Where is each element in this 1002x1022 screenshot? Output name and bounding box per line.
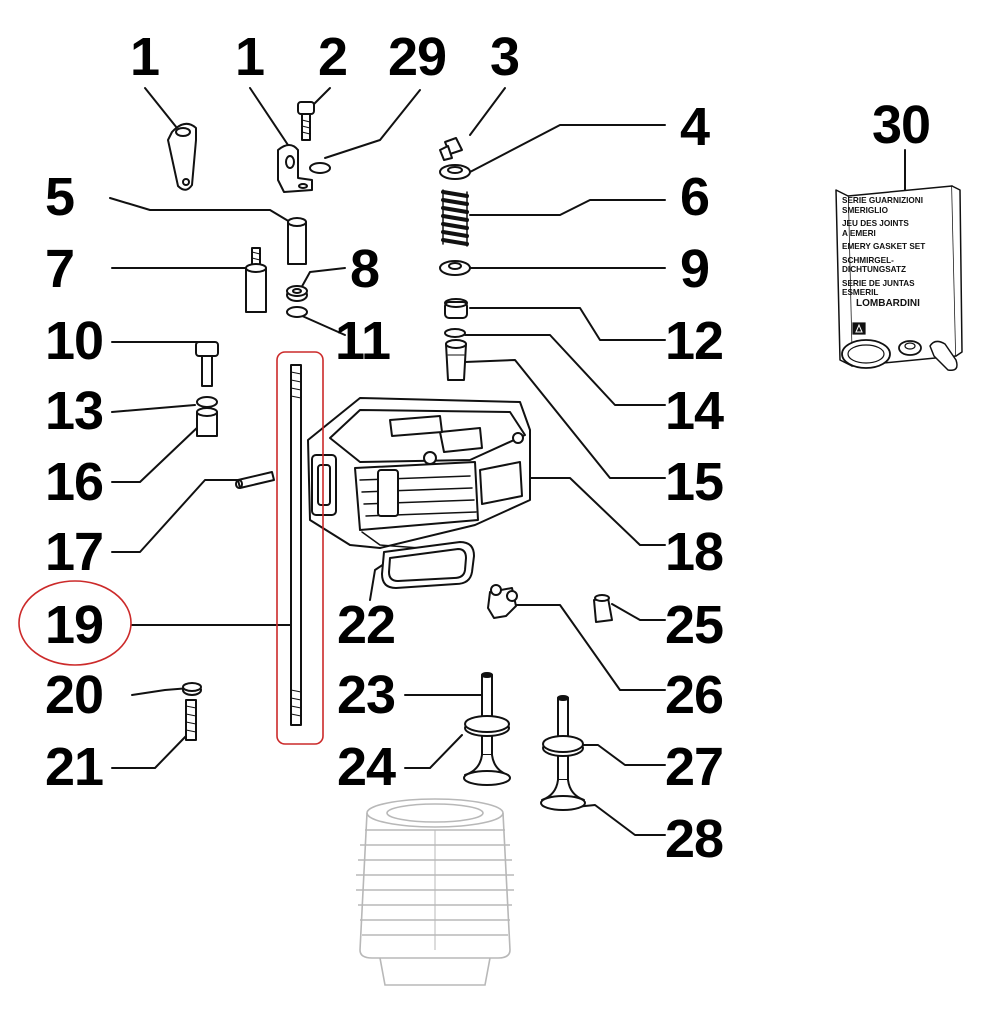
kit-line-8: SERIE DE JUNTAS: [842, 278, 915, 288]
callout-19: 19: [45, 595, 104, 655]
gasket-kit-label: SERIE GUARNIZIONI SMERIGLIO JEU DES JOIN…: [842, 196, 954, 308]
part-5-spacer: [287, 217, 307, 265]
callout-1-bracket: 1: [235, 27, 265, 87]
part-9-seat: [439, 260, 471, 276]
part-27-28-valve: [540, 695, 586, 811]
cylinder-block: [356, 798, 514, 986]
callout-26: 26: [665, 665, 724, 725]
callout-27: 27: [665, 737, 724, 797]
part-10-bolt: [195, 341, 219, 387]
part-8-nut: [286, 285, 308, 302]
part-19-stud: [290, 364, 302, 726]
callout-28: 28: [665, 809, 724, 869]
kit-line-7: DICHTUNGSATZ: [842, 265, 906, 274]
callout-24: 24: [337, 737, 396, 797]
callout-13: 13: [45, 381, 104, 441]
part-1-bracket: [277, 144, 313, 193]
callout-22: 22: [337, 595, 396, 655]
callout-10: 10: [45, 311, 104, 371]
part-23-24-valve: [463, 672, 511, 786]
part-4-retainer: [439, 164, 471, 180]
callout-4: 4: [680, 97, 710, 157]
kit-line-6: SCHMIRGEL-: [842, 255, 894, 265]
part-13-washer: [196, 396, 218, 408]
part-1-lever: [167, 122, 197, 191]
callout-17: 17: [45, 522, 104, 582]
part-29-washer: [309, 162, 331, 174]
lombardini-logo-icon: [852, 322, 866, 335]
part-25-cap: [593, 594, 613, 623]
part-20-nut: [182, 682, 202, 696]
kit-line-1: SERIE GUARNIZIONI: [842, 196, 923, 205]
callout-21: 21: [45, 737, 104, 797]
callout-8: 8: [350, 239, 380, 299]
part-11-washer: [286, 306, 308, 318]
callout-12: 12: [665, 311, 724, 371]
callout-9: 9: [680, 239, 710, 299]
highlight-box-19: [276, 351, 324, 745]
callout-30: 30: [872, 95, 931, 155]
kit-line-9: ESMERIL: [842, 288, 879, 297]
part-15-guide: [445, 339, 467, 381]
callout-11: 11: [335, 311, 391, 371]
part-2-bolt: [297, 101, 315, 141]
callout-23: 23: [337, 665, 396, 725]
callout-14: 14: [665, 381, 724, 441]
highlight-marks: [18, 351, 324, 745]
callout-16: 16: [45, 452, 104, 512]
part-6-spring: [441, 189, 469, 247]
kit-line-3: JEU DES JOINTS: [842, 219, 909, 228]
part-26-support: [487, 584, 518, 619]
callout-18: 18: [665, 522, 724, 582]
part-18-cylinder-head: [307, 397, 531, 549]
callout-25: 25: [665, 595, 724, 655]
part-22-gasket: [381, 541, 475, 589]
part-30-gasket-kit: [835, 185, 963, 372]
part-14-ring: [444, 328, 466, 338]
part-17-pin: [235, 471, 275, 489]
callout-15: 15: [665, 452, 724, 512]
callout-7: 7: [45, 239, 75, 299]
callout-2: 2: [318, 27, 348, 87]
part-12-seal: [444, 298, 468, 319]
kit-line-4: A EMERI: [842, 228, 876, 238]
callout-29: 29: [388, 27, 447, 87]
callout-5: 5: [45, 167, 75, 227]
callout-1-lever: 1: [130, 27, 160, 87]
part-16-spacer: [196, 407, 218, 437]
highlight-circle-19: [18, 580, 132, 666]
callout-3: 3: [490, 27, 520, 87]
kit-brand: LOMBARDINI: [856, 297, 920, 309]
kit-line-2: SMERIGLIO: [842, 205, 888, 215]
part-21-stud: [185, 699, 197, 741]
callout-6: 6: [680, 167, 710, 227]
kit-line-5: EMERY GASKET SET: [842, 242, 926, 251]
callout-20: 20: [45, 665, 104, 725]
part-3-keepers: [439, 137, 463, 161]
part-7-stud: [245, 247, 267, 313]
